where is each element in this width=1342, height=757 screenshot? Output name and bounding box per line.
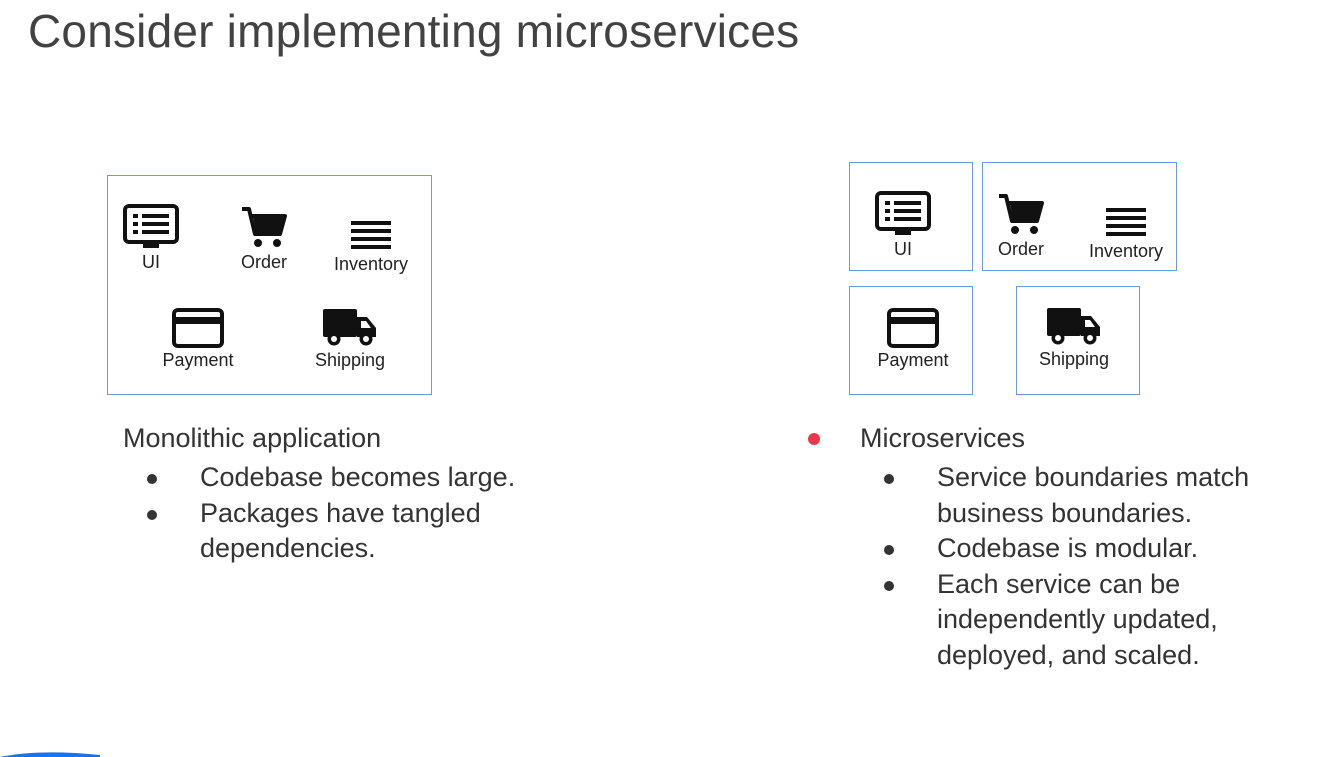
monolith-inventory-label: Inventory (333, 254, 409, 274)
monolith-shipping: Shipping (306, 308, 394, 371)
decorative-swoosh (0, 752, 100, 757)
list-item: Codebase becomes large. (123, 460, 543, 496)
shopping-cart-icon (242, 207, 287, 247)
ui-service-box (849, 162, 973, 271)
payment-service-box (849, 286, 973, 395)
micro-inventory: Inventory (1080, 205, 1172, 262)
monitor-list-icon (123, 204, 179, 248)
list-item: Codebase is modular. (860, 531, 1260, 567)
monolith-order: Order (228, 204, 300, 273)
truck-icon (323, 309, 376, 346)
list-lines-icon (1106, 208, 1146, 236)
micro-inventory-label: Inventory (1088, 241, 1164, 261)
micro-ui-label: UI (894, 239, 912, 259)
shipping-service-box (1016, 286, 1140, 395)
monolith-payment-label: Payment (162, 350, 234, 370)
monolith-heading: Monolithic application (123, 423, 382, 453)
micro-payment: Payment (869, 308, 957, 371)
monitor-list-icon (875, 191, 931, 235)
micro-ui: UI (874, 191, 932, 260)
credit-card-icon (887, 308, 939, 348)
monolith-order-label: Order (240, 252, 287, 272)
monolith-ui-label: UI (142, 252, 160, 272)
monolith-ui: UI (122, 204, 180, 273)
credit-card-icon (172, 308, 224, 348)
monolith-shipping-label: Shipping (314, 350, 386, 370)
monolith-inventory: Inventory (325, 218, 417, 275)
microservices-bullets: Service boundaries match business bounda… (860, 460, 1260, 673)
micro-shipping: Shipping (1030, 307, 1118, 370)
list-item: Service boundaries match business bounda… (860, 460, 1260, 531)
monolith-box (107, 175, 432, 395)
micro-shipping-label: Shipping (1038, 349, 1110, 369)
micro-order-label: Order (997, 239, 1044, 259)
micro-order: Order (986, 191, 1056, 260)
list-item: Each service can be independently update… (860, 567, 1260, 674)
monolith-payment: Payment (154, 308, 242, 371)
list-lines-icon (351, 221, 391, 249)
micro-payment-label: Payment (877, 350, 949, 370)
list-item: Packages have tangled dependencies. (123, 496, 543, 567)
microservices-heading: Microservices (860, 423, 1026, 453)
laser-pointer-dot (808, 433, 820, 445)
slide-title: Consider implementing microservices (28, 5, 800, 57)
truck-icon (1047, 308, 1100, 345)
monolith-bullets: Codebase becomes large. Packages have ta… (123, 460, 543, 567)
shopping-cart-icon (999, 194, 1044, 234)
